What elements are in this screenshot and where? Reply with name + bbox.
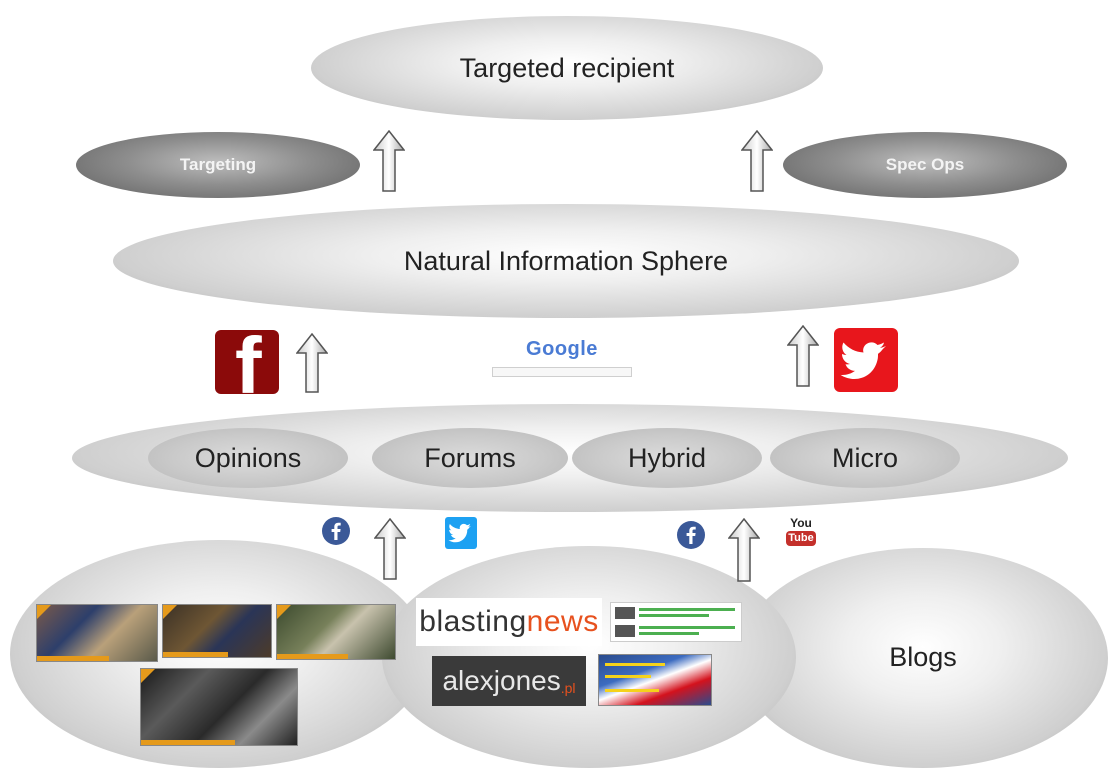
twitter-icon xyxy=(834,328,898,392)
category-forums: Forums xyxy=(372,428,568,488)
up-arrow-icon xyxy=(373,130,405,192)
category-label: Hybrid xyxy=(627,442,707,473)
facebook-icon xyxy=(322,517,350,545)
youtube-icon: You Tube xyxy=(786,516,816,552)
twitter-bird-icon xyxy=(840,342,886,380)
spec-ops-ellipse: Spec Ops xyxy=(783,132,1067,198)
up-arrow-icon xyxy=(374,518,406,580)
spec-ops-label: Spec Ops xyxy=(885,155,965,174)
news-thumbnail xyxy=(36,604,158,662)
up-arrow-icon xyxy=(787,325,819,387)
facebook-icon xyxy=(677,521,705,549)
blogs-ellipse: Blogs xyxy=(738,548,1108,768)
facebook-icon: f xyxy=(215,330,279,394)
category-opinions: Opinions xyxy=(148,428,348,488)
targeted-recipient-label: Targeted recipient xyxy=(459,52,675,83)
forum-thumbnail xyxy=(610,602,742,642)
up-arrow-icon xyxy=(741,130,773,192)
alexjones-suffix: .pl xyxy=(560,680,576,696)
targeting-label: Targeting xyxy=(179,155,257,174)
alexjones-text: alexjones xyxy=(442,665,561,696)
blogs-label: Blogs xyxy=(889,641,957,672)
category-label: Opinions xyxy=(194,442,302,473)
category-label: Micro xyxy=(832,442,898,473)
targeting-ellipse: Targeting xyxy=(76,132,360,198)
twitter-icon xyxy=(445,517,477,549)
polish-site-thumbnail xyxy=(598,654,712,706)
up-arrow-icon xyxy=(728,518,760,582)
facebook-glyph: f xyxy=(235,330,262,394)
category-hybrid: Hybrid xyxy=(572,428,762,488)
news-thumbnail xyxy=(140,668,298,746)
category-micro: Micro xyxy=(770,428,960,488)
up-arrow-icon xyxy=(296,333,328,393)
news-thumbnail xyxy=(162,604,272,658)
alexjones-logo: alexjones.pl xyxy=(432,656,586,706)
blastingnews-part2: news xyxy=(526,605,599,638)
news-thumbnail xyxy=(276,604,396,660)
youtube-tube: Tube xyxy=(786,531,816,546)
google-logo: Google xyxy=(492,338,632,390)
youtube-you: You xyxy=(790,516,812,530)
targeted-recipient-ellipse: Targeted recipient xyxy=(311,16,823,120)
natural-information-sphere-label: Natural Information Sphere xyxy=(403,245,729,276)
blastingnews-part1: blasting xyxy=(419,605,527,638)
google-logo-text: Google xyxy=(526,338,598,360)
google-search-box xyxy=(492,367,632,377)
category-label: Forums xyxy=(424,442,516,473)
natural-information-sphere-ellipse: Natural Information Sphere xyxy=(113,204,1019,318)
